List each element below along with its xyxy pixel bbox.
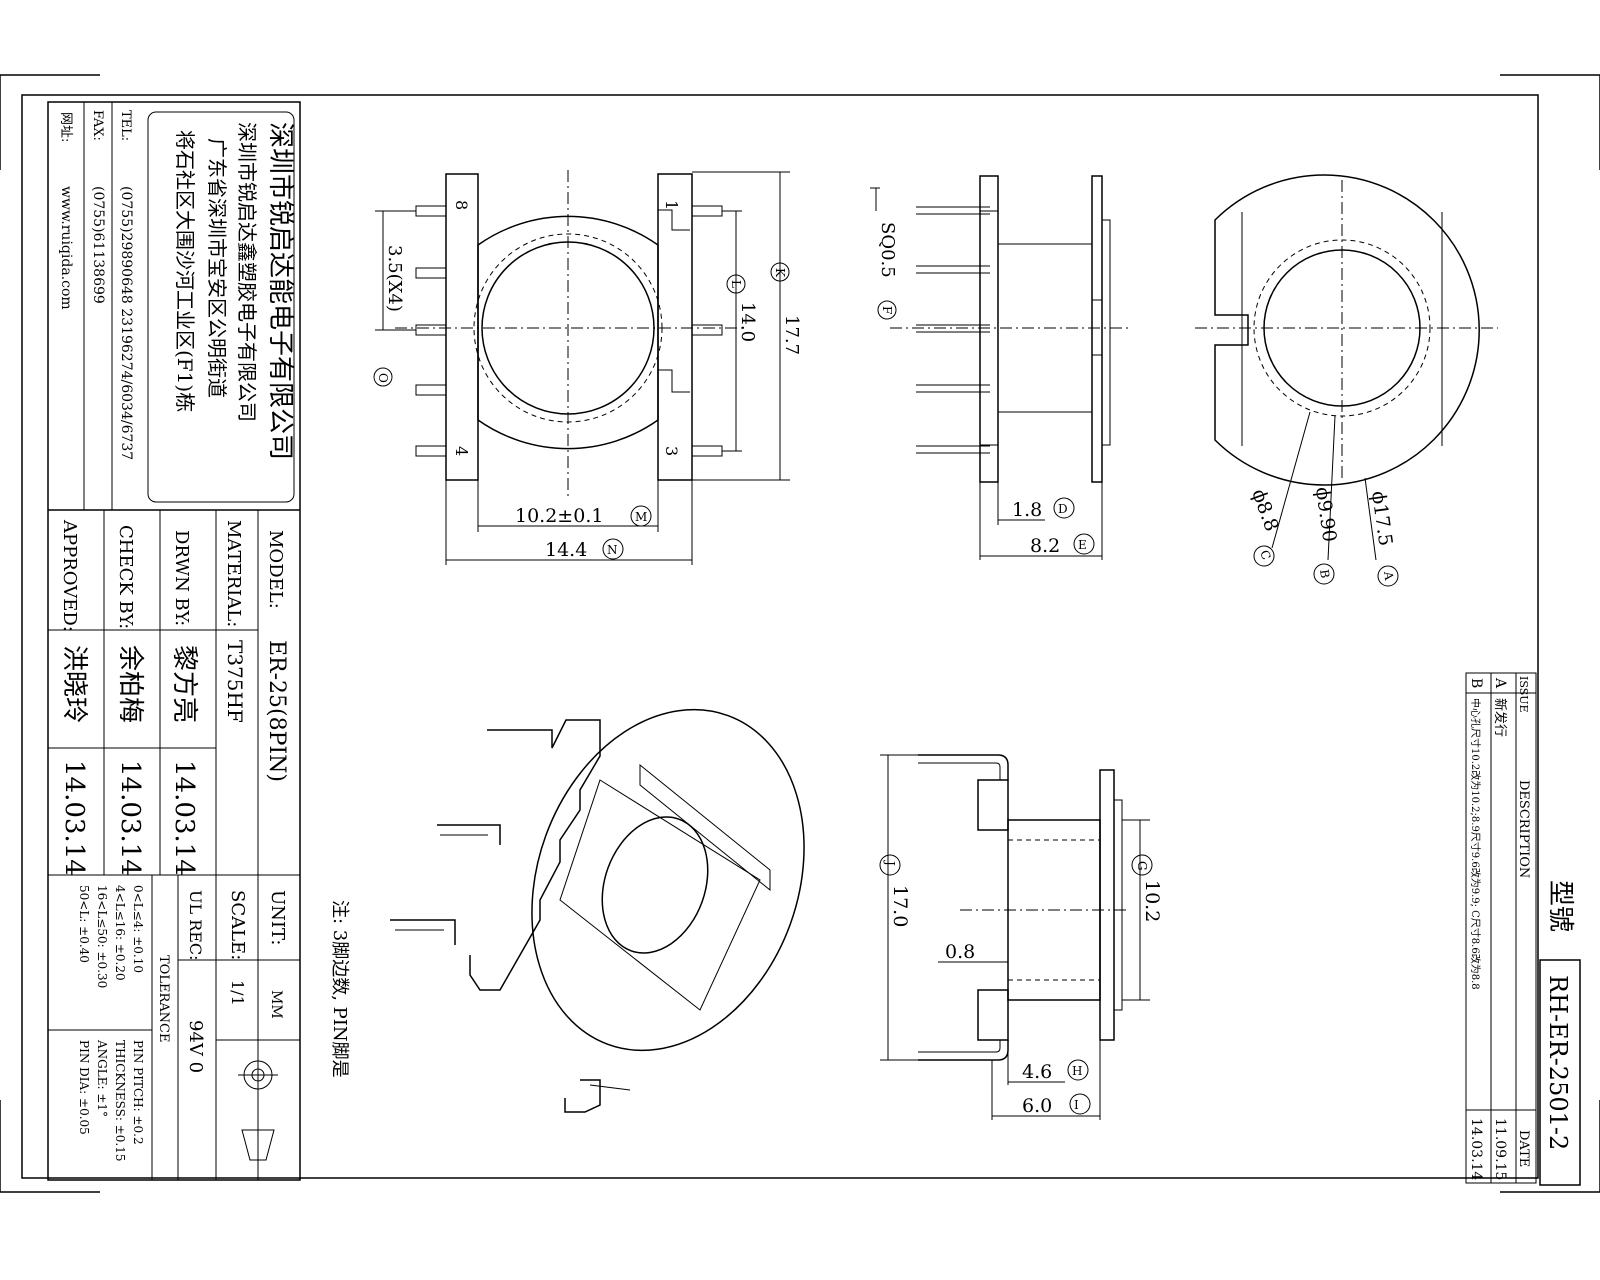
tol-line-4: 50<L: ±0.40	[77, 885, 91, 963]
approved-name: 洪晓玲	[59, 645, 89, 723]
company-info: 深圳市锐启达能电子有限公司 深圳市锐启达鑫塑胶电子有限公司 广东省深圳市宝安区公…	[58, 110, 295, 460]
pin-4-label: 4	[452, 446, 471, 456]
drwn-label: DRWN BY:	[171, 530, 192, 626]
dim-pitch-value: 3.5(X4)	[384, 245, 405, 312]
issue-label: ISSUE	[1517, 676, 1530, 713]
ul-value: 94V 0	[185, 1020, 206, 1073]
tol-line-8: PIN DIA: ±0.05	[77, 1040, 91, 1135]
company-address: 广东省深圳市宝安区公明街道	[205, 138, 229, 398]
company-address-2: 将石社区大围沙河工业区(F1)栋	[173, 130, 197, 412]
dim-a-value: ϕ17.5	[1367, 490, 1396, 548]
dim-b-tag: B	[1317, 568, 1332, 579]
side-view: SQ0.5 F 1.8 D 8.2 E	[870, 175, 1130, 560]
scale-label: SCALE:	[227, 890, 248, 960]
approved-date: 14.03.14	[59, 760, 89, 876]
dim-c-value: ϕ8.8	[1247, 486, 1282, 534]
material-value: T375HF	[223, 640, 247, 723]
dim-c-tag: C	[1257, 548, 1273, 561]
scale-value: 1/1	[228, 980, 247, 1006]
dim-a-tag: A	[1381, 569, 1396, 581]
part-no-label: 型號	[1545, 880, 1575, 932]
dim-n-value: 14.4	[545, 539, 587, 561]
revision-table: ISSUE DESCRIPTION DATE A 新发行 11.09.15 B …	[1465, 672, 1581, 1186]
front-view: 8 4 1 3 17.7 K 14.0 L 3.5(X4) O 10.2±0.1…	[373, 170, 802, 565]
dim-n-tag: N	[607, 543, 618, 557]
check-date: 14.03.14	[115, 760, 145, 876]
check-label: CHECK BY:	[115, 525, 136, 629]
end-view: ϕ8.8 C ϕ9.90 B ϕ17.5 A	[1195, 174, 1498, 587]
material-label: MATERIAL:	[223, 520, 244, 627]
tol-line-7: ANGLE: ±1°	[95, 1039, 109, 1117]
check-name: 余柏梅	[115, 645, 145, 723]
dim-e-value: 8.2	[1030, 535, 1060, 557]
fax-label: FAX:	[90, 110, 105, 141]
date-label: DATE	[1516, 1130, 1531, 1167]
fax-value: (0755)61138699	[90, 186, 106, 304]
title-block	[47, 101, 301, 1181]
tol-line-2: 4<L≤16: ±0.20	[113, 885, 127, 981]
model-value: ER-25(8PIN)	[264, 640, 289, 782]
unit-value: MM	[268, 990, 284, 1019]
part-no: RH-ER-2501-2	[1544, 975, 1572, 1150]
rev-a-desc: 新发行	[1492, 698, 1508, 737]
dim-i-tag: I	[1074, 1098, 1079, 1112]
dim-l-tag: L	[729, 280, 743, 288]
dim-b-value: ϕ9.90	[1311, 486, 1340, 544]
dim-gap-value: 0.8	[945, 941, 975, 963]
rev-b-date: 14.03.14	[1468, 1118, 1484, 1180]
dim-j-value: 17.0	[889, 885, 911, 927]
dim-f-value: SQ0.5	[877, 222, 898, 278]
drwn-date: 14.03.14	[169, 760, 199, 876]
rev-b-issue: B	[1468, 678, 1484, 688]
dim-d-tag: D	[1058, 502, 1068, 516]
dim-l-value: 14.0	[737, 302, 758, 342]
dim-d-value: 1.8	[1012, 499, 1042, 521]
company-name: 深圳市锐启达能电子有限公司	[265, 122, 295, 460]
tolerance-label: TOLERANCE	[156, 955, 171, 1042]
dim-pitch-tag: O	[376, 373, 390, 383]
tol-line-1: 0<L≤4: ±0.10	[131, 885, 145, 973]
company-name-2: 深圳市锐启达鑫塑胶电子有限公司	[235, 122, 259, 422]
dim-k-tag: K	[773, 268, 787, 278]
tol-line-6: THICKNESS: ±0.15	[113, 1040, 127, 1161]
tol-line-5: PIN PITCH: ±0.2	[131, 1040, 145, 1145]
dim-g-tag: G	[1135, 861, 1149, 871]
rev-b-desc: 中心孔尺寸10.2改为10.2;8.9尺寸9.6改为9.9; C尺寸8.6改为8…	[1469, 698, 1482, 990]
pin-1-label: 1	[662, 200, 681, 210]
dim-f-tag: F	[880, 306, 894, 314]
pin-8-label: 8	[452, 200, 471, 210]
dim-i-value: 6.0	[1022, 1095, 1052, 1117]
tol-line-3: 16<L≤50: ±0.30	[95, 885, 109, 988]
rev-a-date: 11.09.15	[1492, 1118, 1508, 1180]
tel-label: TEL:	[118, 110, 133, 141]
ul-label: UL REC:	[186, 890, 205, 961]
unit-label: UNIT:	[267, 890, 288, 945]
dim-h-value: 4.6	[1022, 1061, 1052, 1083]
web-label: 网址:	[58, 112, 73, 142]
dim-e-tag: E	[1078, 538, 1087, 552]
drawing-border	[21, 94, 1539, 1179]
tel-value: (0755)29890648 23196274/6034/6737	[118, 186, 134, 460]
dim-h-tag: H	[1072, 1064, 1082, 1078]
title-info: MODEL: ER-25(8PIN) MATERIAL: T375HF DRWN…	[59, 519, 289, 1161]
rev-a-issue: A	[1492, 677, 1508, 689]
drawing-note: 注: 3脚边数, PIN脚是	[329, 900, 350, 1078]
pin-3-label: 3	[662, 446, 681, 456]
bottom-view: 17.0 J 10.2 G 0.8 4.6 H 6.0 I	[879, 754, 1163, 1120]
drwn-name: 黎方亮	[169, 645, 199, 723]
approved-label: APPROVED:	[59, 519, 80, 632]
dim-g-value: 10.2	[1141, 880, 1163, 922]
dim-j-tag: J	[883, 859, 897, 866]
frame-corners	[0, 74, 1600, 1193]
dim-m-value: 10.2±0.1	[515, 505, 603, 527]
isometric-view	[390, 708, 805, 1113]
dim-m-tag: M	[635, 510, 647, 524]
desc-label: DESCRIPTION	[1516, 780, 1531, 878]
dim-k-value: 17.7	[781, 315, 802, 355]
model-label: MODEL:	[265, 530, 286, 609]
web-value: www.ruiqida.com	[58, 186, 74, 310]
